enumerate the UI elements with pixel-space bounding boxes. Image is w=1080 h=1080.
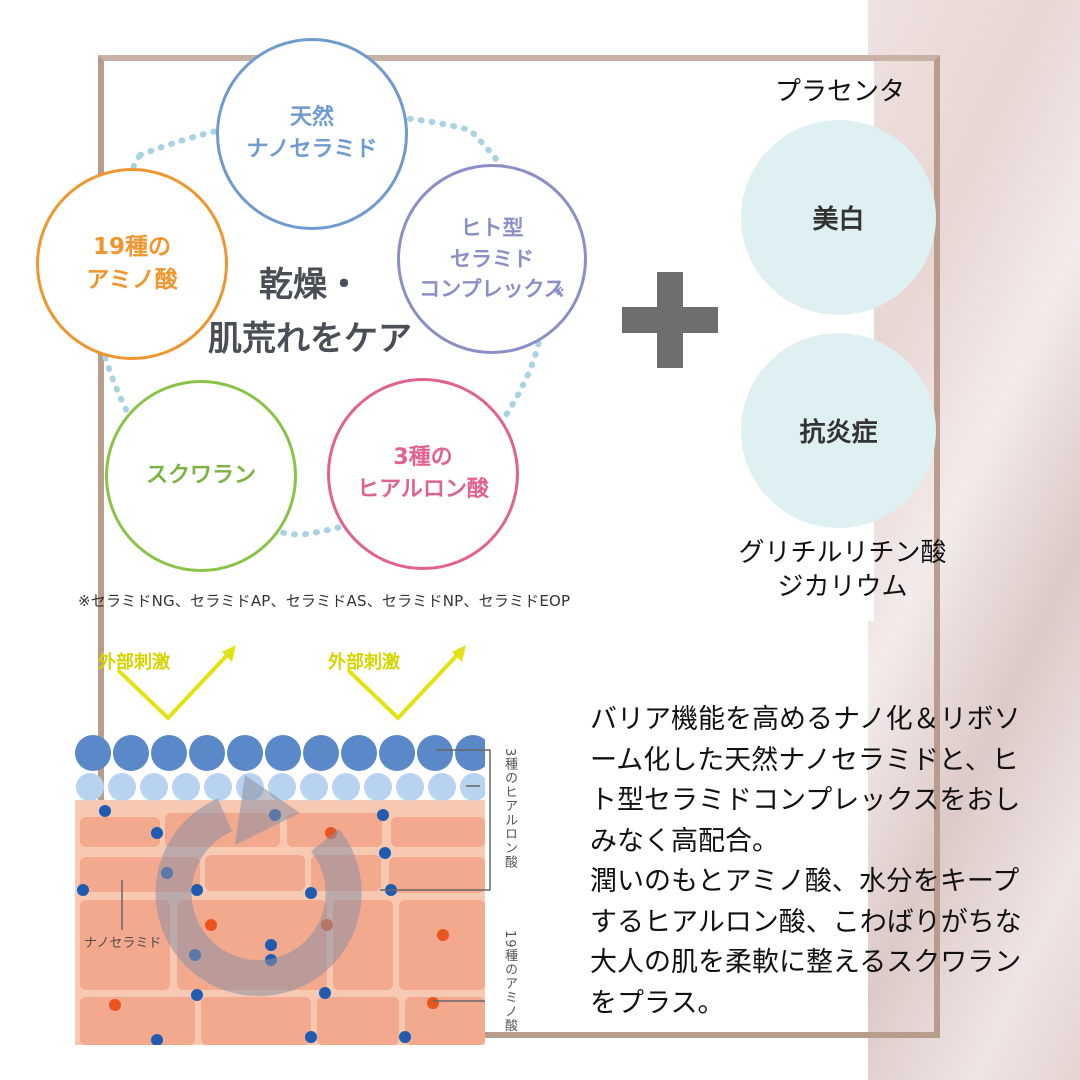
external-stimulus-label-1: 外部刺激 <box>98 652 170 673</box>
ingredient-human-ceramide-label: ヒト型 セラミド コンプレックス <box>419 216 565 302</box>
hyaluronic-diagram-label: 3種のヒアルロン酸 <box>502 748 517 870</box>
placenta-label: プラセンタ <box>774 77 905 107</box>
center-caption: 乾燥・ 肌荒れをケア <box>200 258 420 367</box>
skin-diagram <box>75 725 485 1045</box>
amino-diagram-label: 19種のアミノ酸 <box>502 930 517 1033</box>
ceramide-footnote: ※セラミドNG、セラミドAP、セラミドAS、セラミドNP、セラミドEOP <box>78 592 571 610</box>
ingredient-hyaluronic-label: 3種の ヒアルロン酸 <box>357 445 489 502</box>
decorative-frame <box>98 55 940 1038</box>
glycyrrhizin-line2: ジカリウム <box>777 571 908 602</box>
ingredient-squalane-label: スクワラン <box>145 463 256 489</box>
ingredient-natural-nanoceramide-label: 天然 ナノセラミド <box>246 105 378 162</box>
anti-inflammation-circle: 抗炎症 <box>741 333 936 528</box>
ingredient-amino-acids: 19種の アミノ酸 <box>36 168 228 360</box>
description-text: バリア機能を高めるナノ化＆リボソ ーム化した天然ナノセラミドと、ヒ ト型セラミド… <box>590 704 1022 1019</box>
ingredient-human-ceramide: ヒト型 セラミド コンプレックス ※ <box>397 164 587 354</box>
ingredient-natural-nanoceramide: 天然 ナノセラミド <box>216 38 408 230</box>
external-stimulus-label-2: 外部刺激 <box>328 652 400 673</box>
ingredient-amino-acids-label: 19種の アミノ酸 <box>86 233 178 293</box>
glycyrrhizin-label: グリチルリチン酸 ジカリウム <box>715 537 970 605</box>
skin-layer-illustration <box>75 735 485 1045</box>
glycyrrhizin-line1: グリチルリチン酸 <box>738 538 947 568</box>
whitening-circle: 美白 <box>741 120 936 315</box>
center-caption-line1: 乾燥・ <box>259 265 361 305</box>
plus-icon <box>657 272 683 368</box>
asterisk-mark: ※ <box>552 284 564 298</box>
ingredient-hyaluronic: 3種の ヒアルロン酸 <box>327 378 519 570</box>
whitening-label: 美白 <box>812 205 865 235</box>
ingredient-squalane: スクワラン <box>105 380 297 572</box>
center-caption-line2: 肌荒れをケア <box>208 319 412 360</box>
nanoceramide-diagram-label: ナノセラミド <box>84 936 162 951</box>
anti-inflammation-label: 抗炎症 <box>799 418 878 448</box>
